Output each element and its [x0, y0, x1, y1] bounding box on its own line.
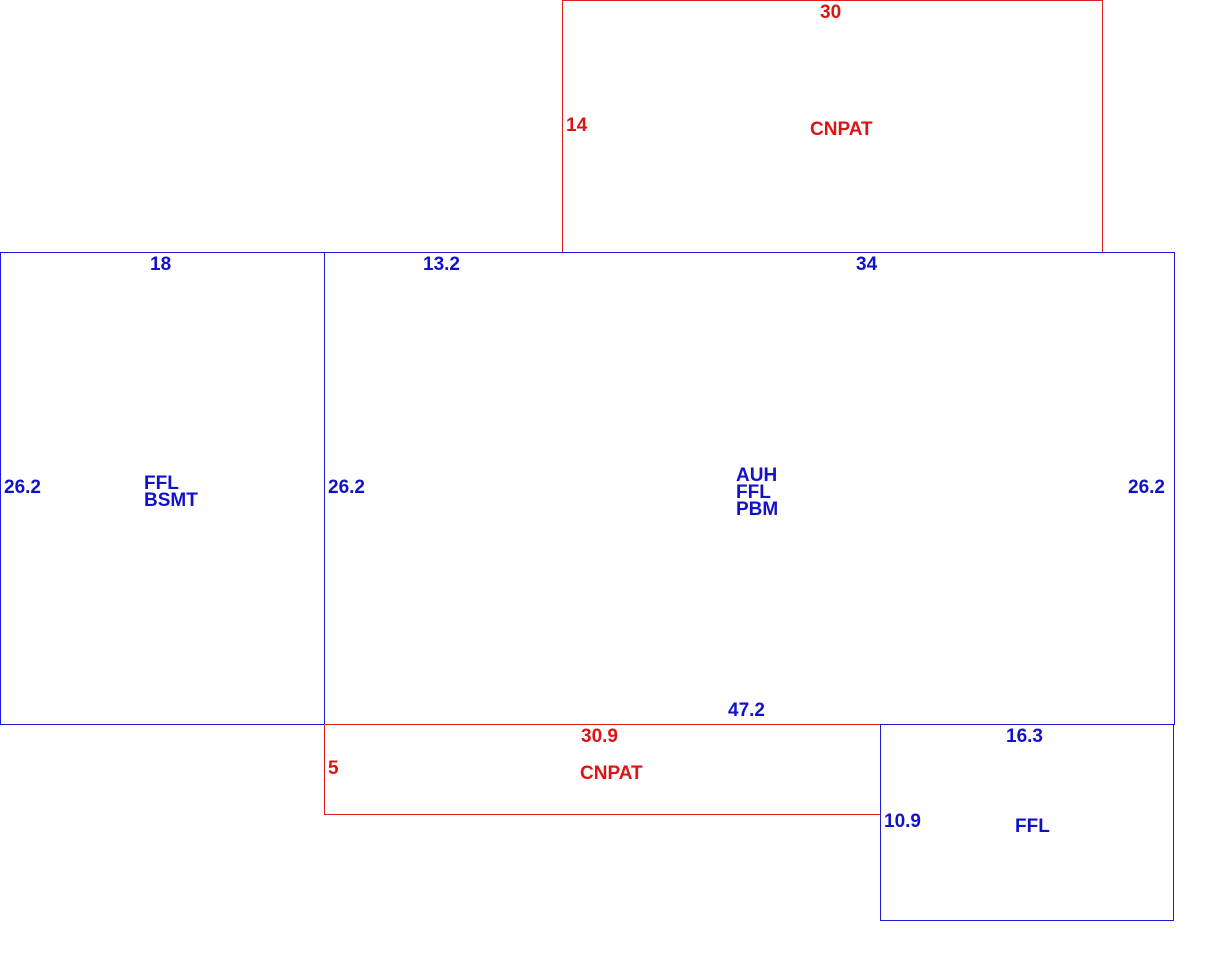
main-code-1: AUH	[736, 465, 778, 486]
main-top-left-dimension: 13.2	[423, 254, 460, 275]
patio-top-code-label: CNPAT	[810, 119, 873, 140]
patio-top-width-label: 30	[820, 2, 842, 23]
patio-top-depth-label: 14	[566, 115, 588, 136]
basement-left-dimension: 26.2	[4, 477, 41, 498]
addition-outline	[880, 724, 1174, 921]
main-bottom-dimension: 47.2	[728, 700, 765, 721]
main-code-3: PBM	[736, 499, 779, 520]
addition-code-label: FFL	[1015, 816, 1050, 837]
basement-code-1: FFL	[144, 473, 179, 494]
addition-width-label: 16.3	[1006, 726, 1043, 747]
patio-bottom-depth-label: 5	[328, 758, 339, 779]
main-top-right-dimension: 34	[856, 254, 878, 275]
main-right-dimension: 26.2	[1128, 477, 1165, 498]
basement-code-2: BSMT	[144, 490, 198, 511]
patio-bottom-width-label: 30.9	[581, 726, 618, 747]
main-left-dimension: 26.2	[328, 477, 365, 498]
basement-top-dimension: 18	[150, 254, 172, 275]
main-code-2: FFL	[736, 482, 771, 503]
addition-depth-label: 10.9	[884, 811, 921, 832]
patio-bottom-code-label: CNPAT	[580, 763, 643, 784]
